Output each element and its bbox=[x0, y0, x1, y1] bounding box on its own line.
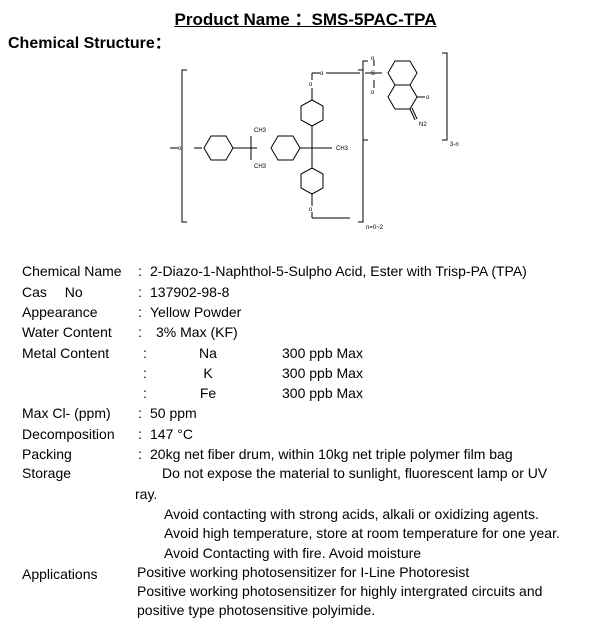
colon: : bbox=[138, 446, 142, 462]
applications-label: Applications bbox=[22, 566, 98, 582]
metal-na-spec: 300 ppb Max bbox=[282, 345, 363, 361]
structure-methyl-3: CH3 bbox=[336, 146, 349, 152]
structure-oxygen-2: o bbox=[309, 82, 313, 88]
packing-value: 20kg net fiber drum, within 10kg net tri… bbox=[150, 446, 513, 462]
storage-line-3: Avoid high temperature, store at room te… bbox=[164, 525, 560, 541]
decomposition-label: Decomposition bbox=[22, 426, 115, 442]
colon: : bbox=[143, 385, 147, 401]
structure-sulfur: S bbox=[371, 71, 375, 77]
metal-fe-spec: 300 ppb Max bbox=[282, 385, 363, 401]
structure-sulfonyl-oxygen-2: o bbox=[371, 90, 375, 96]
colon: : bbox=[138, 263, 142, 279]
metal-content-label: Metal Content bbox=[22, 345, 110, 361]
chemical-name-label: Chemical Name bbox=[22, 263, 122, 279]
structure-oxygen-4: o bbox=[309, 207, 313, 213]
storage-line-4: Avoid Contacting with fire. Avoid moistu… bbox=[164, 545, 422, 561]
max-cl-value: 50 ppm bbox=[150, 405, 197, 421]
appearance-value: Yellow Powder bbox=[150, 304, 242, 320]
colon: : bbox=[138, 304, 142, 320]
applications-line-2: Positive working photosensitizer for hig… bbox=[137, 583, 543, 599]
chemical-structure-diagram: o CH3 CH3 CH3 o o o o S o o N2 3-n n=0~2 bbox=[170, 52, 459, 231]
structure-oxygen-1: o bbox=[178, 146, 182, 152]
colon: : bbox=[138, 405, 142, 421]
max-cl-label: Max Cl- (ppm) bbox=[22, 405, 111, 421]
chemical-structure-label: Chemical Structure： bbox=[8, 35, 171, 52]
metal-na: Na bbox=[199, 345, 217, 361]
structure-sulfonyl-oxygen-1: o bbox=[371, 56, 375, 62]
colon: : bbox=[138, 324, 142, 340]
structure-keto-oxygen: o bbox=[426, 95, 430, 101]
structure-repeat-n: n=0~2 bbox=[366, 225, 384, 231]
applications-line-1: Positive working photosensitizer for I-L… bbox=[137, 564, 470, 580]
water-content-label: Water Content bbox=[22, 324, 112, 340]
colon: : bbox=[138, 426, 142, 442]
product-title: Product Name ：SMS-5PAC-TPA bbox=[174, 10, 437, 29]
colon: : bbox=[143, 345, 147, 361]
appearance-label: Appearance bbox=[22, 304, 98, 320]
structure-repeat-3-n: 3-n bbox=[450, 142, 459, 148]
storage-label: Storage bbox=[22, 465, 72, 481]
water-content-value: 3% Max (KF) bbox=[156, 324, 238, 340]
structure-diazo: N2 bbox=[419, 122, 427, 128]
storage-line-2: Avoid contacting with strong acids, alka… bbox=[164, 506, 539, 522]
metal-k-spec: 300 ppb Max bbox=[282, 365, 363, 381]
cas-value: 137902-98-8 bbox=[150, 284, 230, 300]
chemical-name-value: 2-Diazo-1-Naphthol-5-Sulpho Acid, Ester … bbox=[150, 263, 527, 279]
colon: : bbox=[138, 284, 142, 300]
structure-oxygen-3: o bbox=[320, 71, 324, 77]
colon: : bbox=[143, 365, 147, 381]
decomposition-value: 147 °C bbox=[150, 426, 193, 442]
storage-line-1-continued: ray. bbox=[135, 486, 158, 502]
packing-label: Packing bbox=[22, 446, 72, 462]
structure-methyl-2: CH3 bbox=[254, 164, 267, 170]
metal-k: K bbox=[203, 365, 213, 381]
storage-line-1: Do not expose the material to sunlight, … bbox=[162, 465, 548, 481]
metal-fe: Fe bbox=[199, 385, 217, 401]
applications-line-3: positive type photosensitive polyimide. bbox=[137, 602, 376, 618]
cas-label: Cas No bbox=[22, 284, 83, 300]
structure-methyl-1: CH3 bbox=[254, 128, 267, 134]
